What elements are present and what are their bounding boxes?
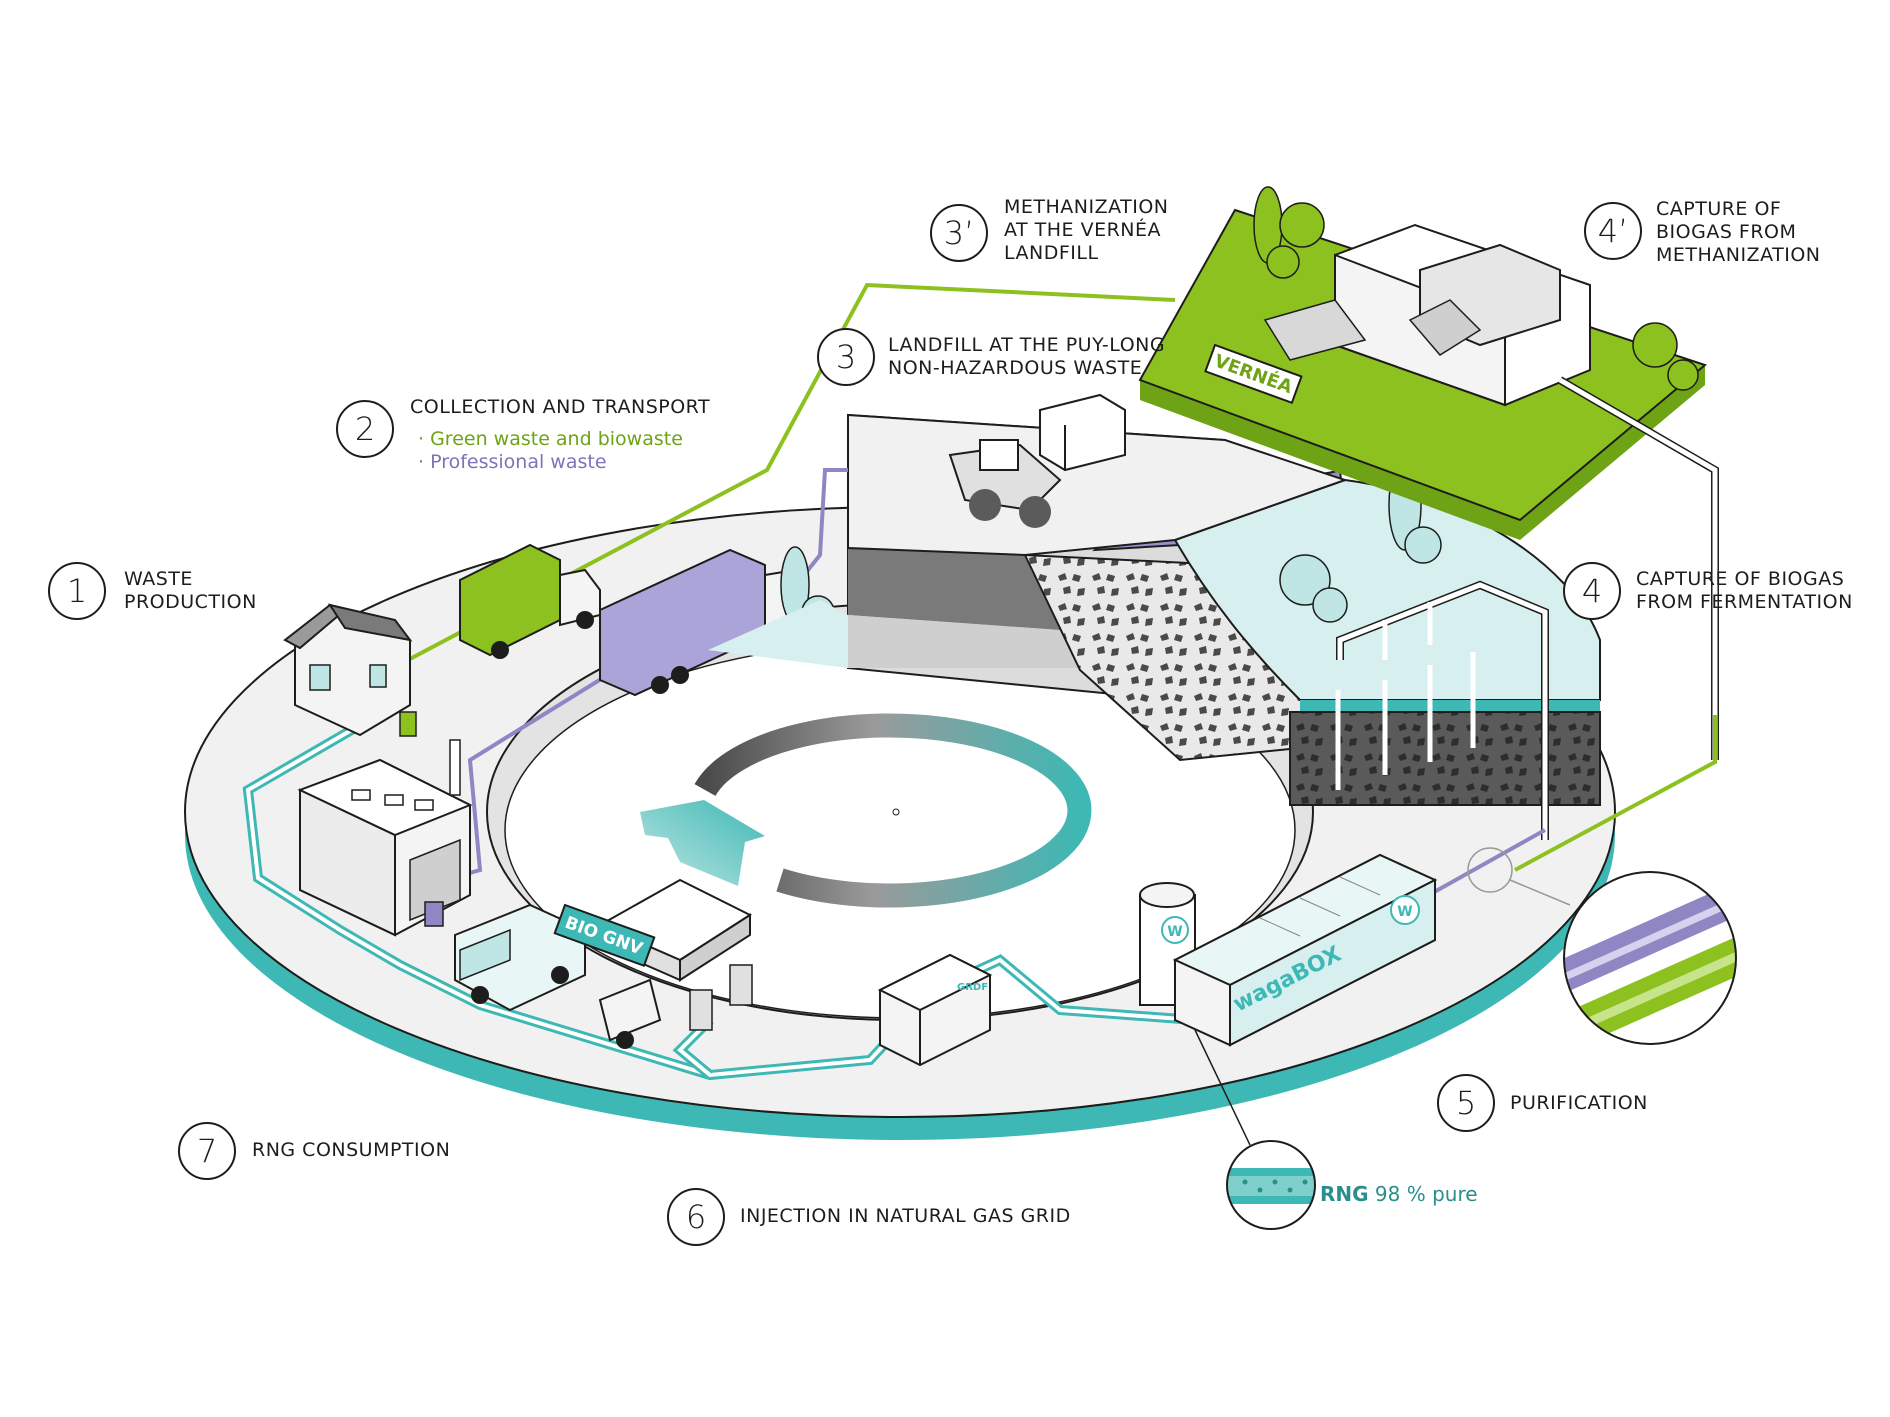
house-icon xyxy=(283,603,417,737)
bulldozer-icon xyxy=(948,439,1062,528)
step-4prime-label-line-2: BIOGAS FROM xyxy=(1656,221,1797,243)
step-7-label-line-1: RNG CONSUMPTION xyxy=(252,1139,451,1161)
step-6-label-line-1: INJECTION IN NATURAL GAS GRID xyxy=(740,1205,1071,1227)
cycle-arrow-icon xyxy=(640,713,1092,908)
step-7-badge: 7 xyxy=(178,1122,236,1180)
step-7-label: RNG CONSUMPTION xyxy=(252,1139,450,1162)
site-office-icon xyxy=(1039,393,1126,472)
step-3prime-badge: 3’ xyxy=(930,204,988,262)
step-2-badge: 2 xyxy=(336,400,394,458)
step-3-label-line-2: NON-HAZARDOUS WASTE xyxy=(888,357,1143,379)
step-3prime-label-line-3: LANDFILL xyxy=(1004,242,1099,264)
step-4-label-line-1: CAPTURE OF BIOGAS xyxy=(1636,568,1845,590)
step-1-badge: 1 xyxy=(48,562,106,620)
step-2-label: COLLECTION AND TRANSPORT xyxy=(410,396,710,419)
injection-station-icon: GRDF xyxy=(877,953,993,1067)
gas-station-icon: BIO GNV xyxy=(553,878,753,1049)
tree-icon xyxy=(1253,186,1699,391)
step-3-badge: 3 xyxy=(817,328,875,386)
step-2-sub-green: · Green waste and biowaste xyxy=(418,428,683,450)
step-4prime-label: CAPTURE OF BIOGAS FROM METHANIZATION xyxy=(1656,198,1821,267)
waga-logo-text-2: W xyxy=(1397,904,1412,920)
step-3prime-label-line-2: AT THE VERNÉA xyxy=(1004,219,1162,241)
methanization-building-icon xyxy=(1263,223,1591,407)
step-3-label-line-1: LANDFILL AT THE PUY-LONG xyxy=(888,334,1166,356)
step-4prime-label-line-1: CAPTURE OF xyxy=(1656,198,1782,220)
step-3prime-label: METHANIZATION AT THE VERNÉA LANDFILL xyxy=(1004,196,1169,265)
wagabox-container-icon: W wagaBOX xyxy=(1172,853,1438,1047)
step-4-label-line-2: FROM FERMENTATION xyxy=(1636,591,1853,613)
step-4-badge: 4 xyxy=(1563,562,1621,620)
waga-logo-text: W xyxy=(1167,924,1182,940)
rng-purity-bold: RNG xyxy=(1320,1182,1369,1206)
step-3-label: LANDFILL AT THE PUY-LONG NON-HAZARDOUS W… xyxy=(888,334,1165,380)
step-6-badge: 6 xyxy=(667,1188,725,1246)
tree-icon xyxy=(708,546,848,668)
step-1-label-line-1: WASTE xyxy=(124,568,193,590)
step-2-label-line-1: COLLECTION AND TRANSPORT xyxy=(410,396,711,418)
step-5-label-line-1: PURIFICATION xyxy=(1510,1092,1648,1114)
step-3prime-label-line-1: METHANIZATION xyxy=(1004,196,1169,218)
step-1-label-line-2: PRODUCTION xyxy=(124,591,257,613)
landfill-top xyxy=(847,393,1349,557)
step-5-label: PURIFICATION xyxy=(1510,1092,1648,1115)
step-1-label: WASTE PRODUCTION xyxy=(124,568,257,614)
rng-purity-rest: 98 % pure xyxy=(1368,1182,1478,1206)
rng-lens xyxy=(1194,1029,1316,1230)
garbage-truck-icon xyxy=(459,543,601,659)
pipe-zoom-lens xyxy=(1467,847,1737,1045)
step-4prime-label-line-3: METHANIZATION xyxy=(1656,244,1821,266)
vernea-plot: VERNÉA xyxy=(1138,186,1719,760)
step-4prime-badge: 4’ xyxy=(1584,202,1642,260)
bus-icon xyxy=(454,903,586,1012)
step-2-sub-purple: · Professional waste xyxy=(418,451,607,473)
step-5-badge: 5 xyxy=(1437,1074,1495,1132)
step-6-label: INJECTION IN NATURAL GAS GRID xyxy=(740,1205,1071,1228)
step-4-label: CAPTURE OF BIOGAS FROM FERMENTATION xyxy=(1636,568,1853,614)
rng-purity-note: RNG 98 % pure xyxy=(1320,1182,1478,1206)
grdf-logo-text: GRDF xyxy=(957,982,988,993)
factory-icon xyxy=(297,739,473,937)
